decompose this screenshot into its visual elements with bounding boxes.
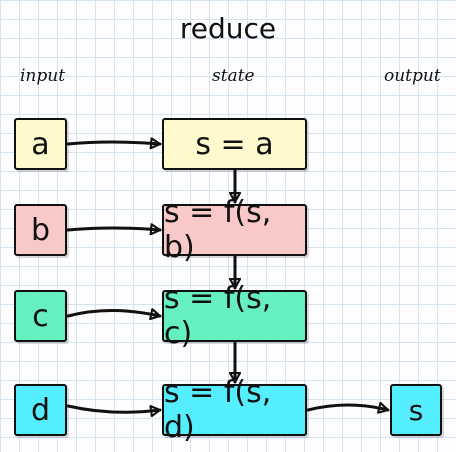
arrow-a-to-state <box>66 142 162 144</box>
state-box-3: s = f(s, c) <box>162 281 307 351</box>
input-box-a: a <box>14 118 67 170</box>
output-column-label: output <box>384 66 441 86</box>
input-box-b: b <box>14 204 67 256</box>
arrow-b-to-state <box>66 228 162 230</box>
diagram-title: reduce <box>179 12 277 45</box>
state-box-1: s = a <box>162 118 307 170</box>
arrow-d-to-state <box>66 404 162 412</box>
output-box: s <box>390 384 442 436</box>
input-box-d: d <box>14 384 67 436</box>
arrow-state4-to-output <box>306 405 390 410</box>
state-column-label: state <box>212 66 255 86</box>
arrow-c-to-state <box>66 311 162 317</box>
input-column-label: input <box>20 66 66 86</box>
state-box-2: s = f(s, b) <box>162 195 307 265</box>
input-box-c: c <box>14 290 67 342</box>
